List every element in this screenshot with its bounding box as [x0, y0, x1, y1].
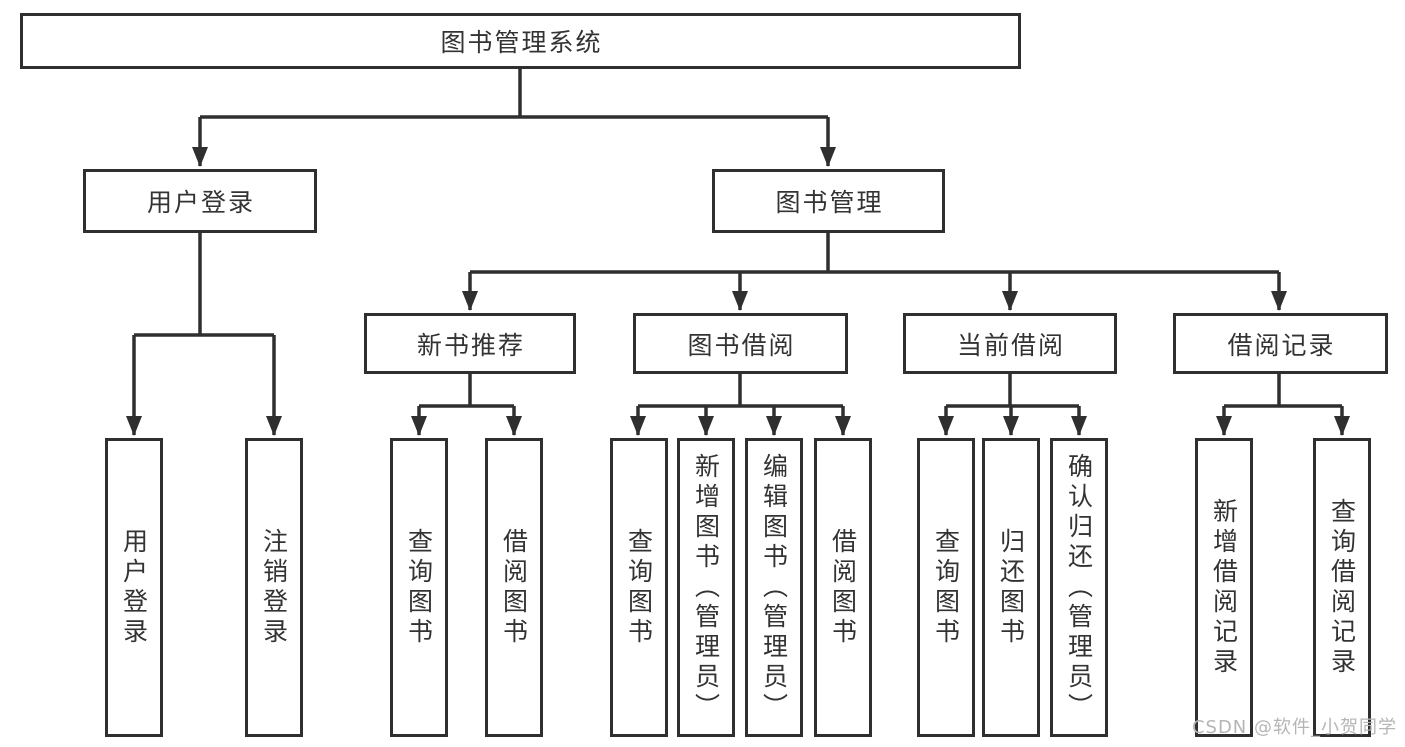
node-book-management: 图书管理: [712, 169, 945, 233]
leaf-borrow-books-recommend-label: 借阅图书: [499, 527, 529, 648]
node-new-book-recommend-label: 新书推荐: [416, 330, 525, 360]
leaf-add-books-admin: 新增图书（管理员）: [677, 438, 735, 737]
leaf-user-login-label: 用户登录: [119, 527, 149, 648]
node-borrowing-records-label: 借阅记录: [1227, 330, 1336, 360]
leaf-borrow-books-recommend: 借阅图书: [485, 438, 543, 737]
leaf-user-login: 用户登录: [105, 438, 163, 737]
leaf-return-books-label: 归还图书: [996, 527, 1026, 648]
leaf-query-books-current-label: 查询图书: [931, 527, 961, 648]
node-library-system: 图书管理系统: [20, 13, 1021, 69]
leaf-borrow-books-borrowing-label: 借阅图书: [828, 527, 858, 648]
node-user-login: 用户登录: [83, 169, 317, 233]
node-current-borrowing: 当前借阅: [903, 313, 1117, 374]
leaf-borrow-books-borrowing: 借阅图书: [814, 438, 872, 737]
leaf-query-borrow-record-label: 查询借阅记录: [1327, 497, 1357, 678]
leaf-add-books-admin-label: 新增图书（管理员）: [691, 452, 721, 723]
leaf-query-books-recommend-label: 查询图书: [404, 527, 434, 648]
leaf-add-borrow-record: 新增借阅记录: [1195, 438, 1253, 737]
node-library-system-label: 图书管理系统: [440, 28, 603, 57]
node-new-book-recommend: 新书推荐: [364, 313, 576, 374]
watermark-text: CSDN @软件_小贺同学: [1191, 717, 1397, 738]
leaf-query-books-borrowing-label: 查询图书: [624, 527, 654, 648]
leaf-query-books-current: 查询图书: [917, 438, 975, 737]
leaf-query-borrow-record: 查询借阅记录: [1313, 438, 1371, 737]
leaf-return-books: 归还图书: [982, 438, 1040, 737]
leaf-edit-books-admin: 编辑图书（管理员）: [745, 438, 803, 737]
leaf-query-books-borrowing: 查询图书: [610, 438, 668, 737]
leaf-edit-books-admin-label: 编辑图书（管理员）: [759, 452, 789, 723]
leaf-confirm-return-admin-label: 确认归还（管理员）: [1064, 452, 1094, 723]
node-book-borrowing-label: 图书借阅: [687, 330, 796, 360]
node-book-borrowing: 图书借阅: [633, 313, 848, 374]
node-user-login-label: 用户登录: [146, 188, 255, 217]
leaf-confirm-return-admin: 确认归还（管理员）: [1050, 438, 1108, 737]
node-current-borrowing-label: 当前借阅: [956, 330, 1065, 360]
leaf-logout-label: 注销登录: [259, 527, 289, 648]
leaf-query-books-recommend: 查询图书: [390, 438, 448, 737]
node-book-management-label: 图书管理: [775, 188, 884, 217]
node-borrowing-records: 借阅记录: [1173, 313, 1388, 374]
leaf-logout: 注销登录: [245, 438, 303, 737]
leaf-add-borrow-record-label: 新增借阅记录: [1209, 497, 1239, 678]
